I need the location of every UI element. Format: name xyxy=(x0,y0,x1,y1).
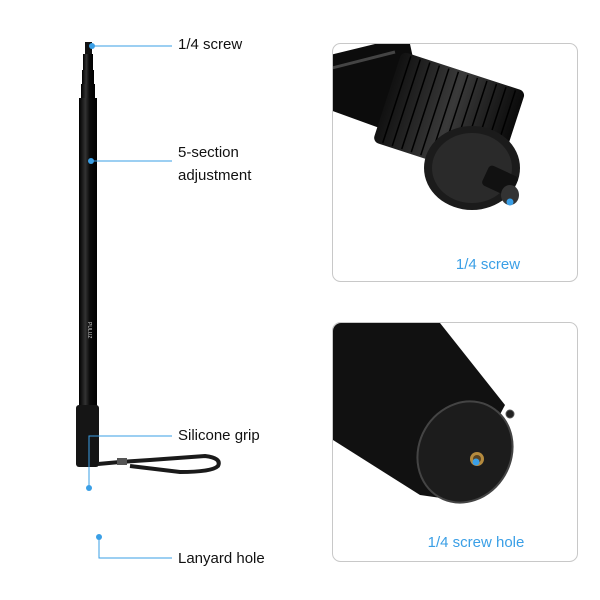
detail-panel-screw-hole xyxy=(332,322,578,562)
callout-sections-line2: adjustment xyxy=(178,167,252,184)
callout-dots xyxy=(86,43,102,540)
callout-top-screw: 1/4 screw xyxy=(178,36,243,53)
callout-lanyard: Lanyard hole xyxy=(178,550,265,567)
brand-logo: PULUZ xyxy=(86,322,92,338)
panel-label-screw-hole: 1/4 screw hole xyxy=(427,534,525,551)
monopod-pole: PULUZ xyxy=(76,42,99,467)
callout-grip: Silicone grip xyxy=(178,427,260,444)
detail-panel-screw xyxy=(332,43,578,282)
callout-sections-line1: 5-section xyxy=(178,144,239,161)
panel-label-screw: 1/4 screw xyxy=(455,256,521,273)
lanyard xyxy=(97,453,221,475)
